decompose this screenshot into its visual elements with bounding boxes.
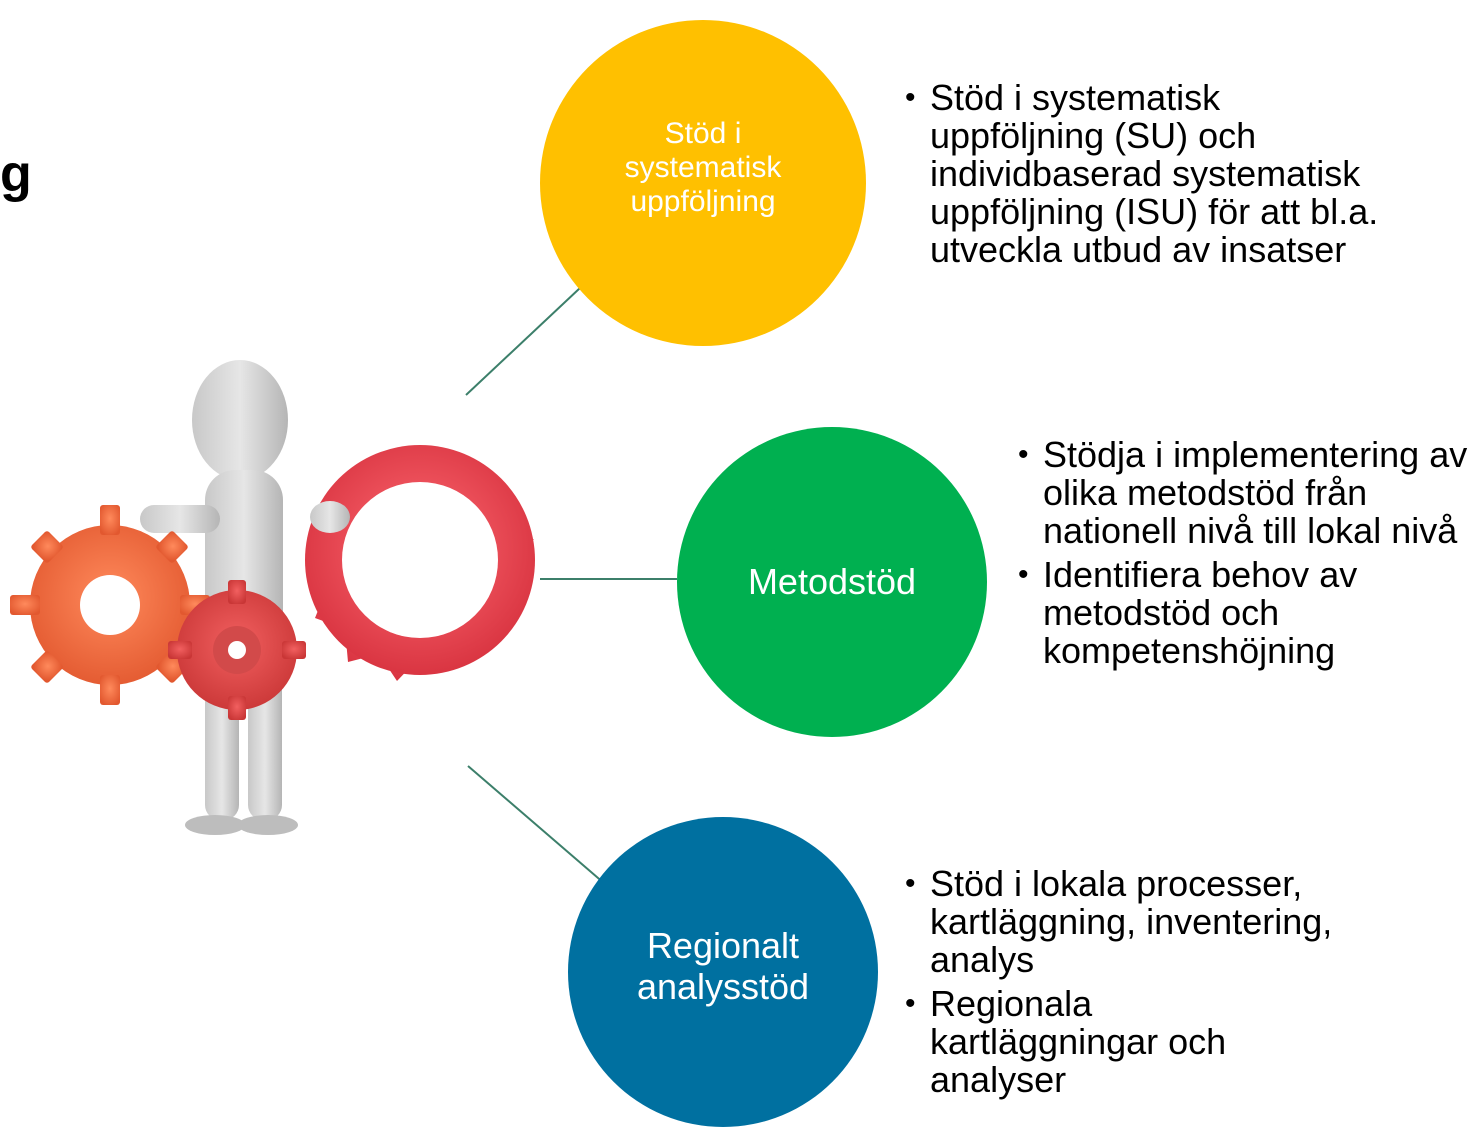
partial-title: g <box>0 145 32 203</box>
circle-label-2: Metodstöd <box>747 561 917 602</box>
bullet-list-regional-analysis: Stöd i lokala processer, kartläggning, i… <box>905 865 1385 1105</box>
gear-small-icon <box>168 580 306 720</box>
bullet-item: Stödja i implementering av olika metodst… <box>1018 436 1468 550</box>
circle-method-support: Metodstöd <box>677 427 987 737</box>
bullet-item: Regionala kartläggningar och analyser <box>905 985 1280 1099</box>
bullet-item: Identifiera behov av metodstöd och kompe… <box>1018 556 1383 670</box>
person-hand <box>310 501 350 533</box>
bullet-list-systematic-followup: Stöd i systematisk uppföljning (SU) och … <box>905 79 1405 275</box>
gear-large-icon <box>305 445 535 681</box>
circle-label-1: Stöd i systematisk uppföljning <box>624 117 782 218</box>
gear-medium-icon <box>10 505 210 705</box>
circle-label-3: Regionalt analysstöd <box>636 925 810 1007</box>
connector-line-top <box>465 287 581 396</box>
bullet-item: Stöd i systematisk uppföljning (SU) och … <box>905 79 1380 269</box>
circle-regional-analysis: Regionalt analysstöd <box>568 817 878 1127</box>
connector-line-bottom <box>467 765 606 885</box>
bullet-item: Stöd i lokala processer, kartläggning, i… <box>905 865 1370 979</box>
circle-systematic-followup: Stöd i systematisk uppföljning <box>540 20 866 346</box>
person-with-gears-icon <box>10 360 535 835</box>
bullet-list-method-support: Stödja i implementering av olika metodst… <box>1018 436 1468 676</box>
